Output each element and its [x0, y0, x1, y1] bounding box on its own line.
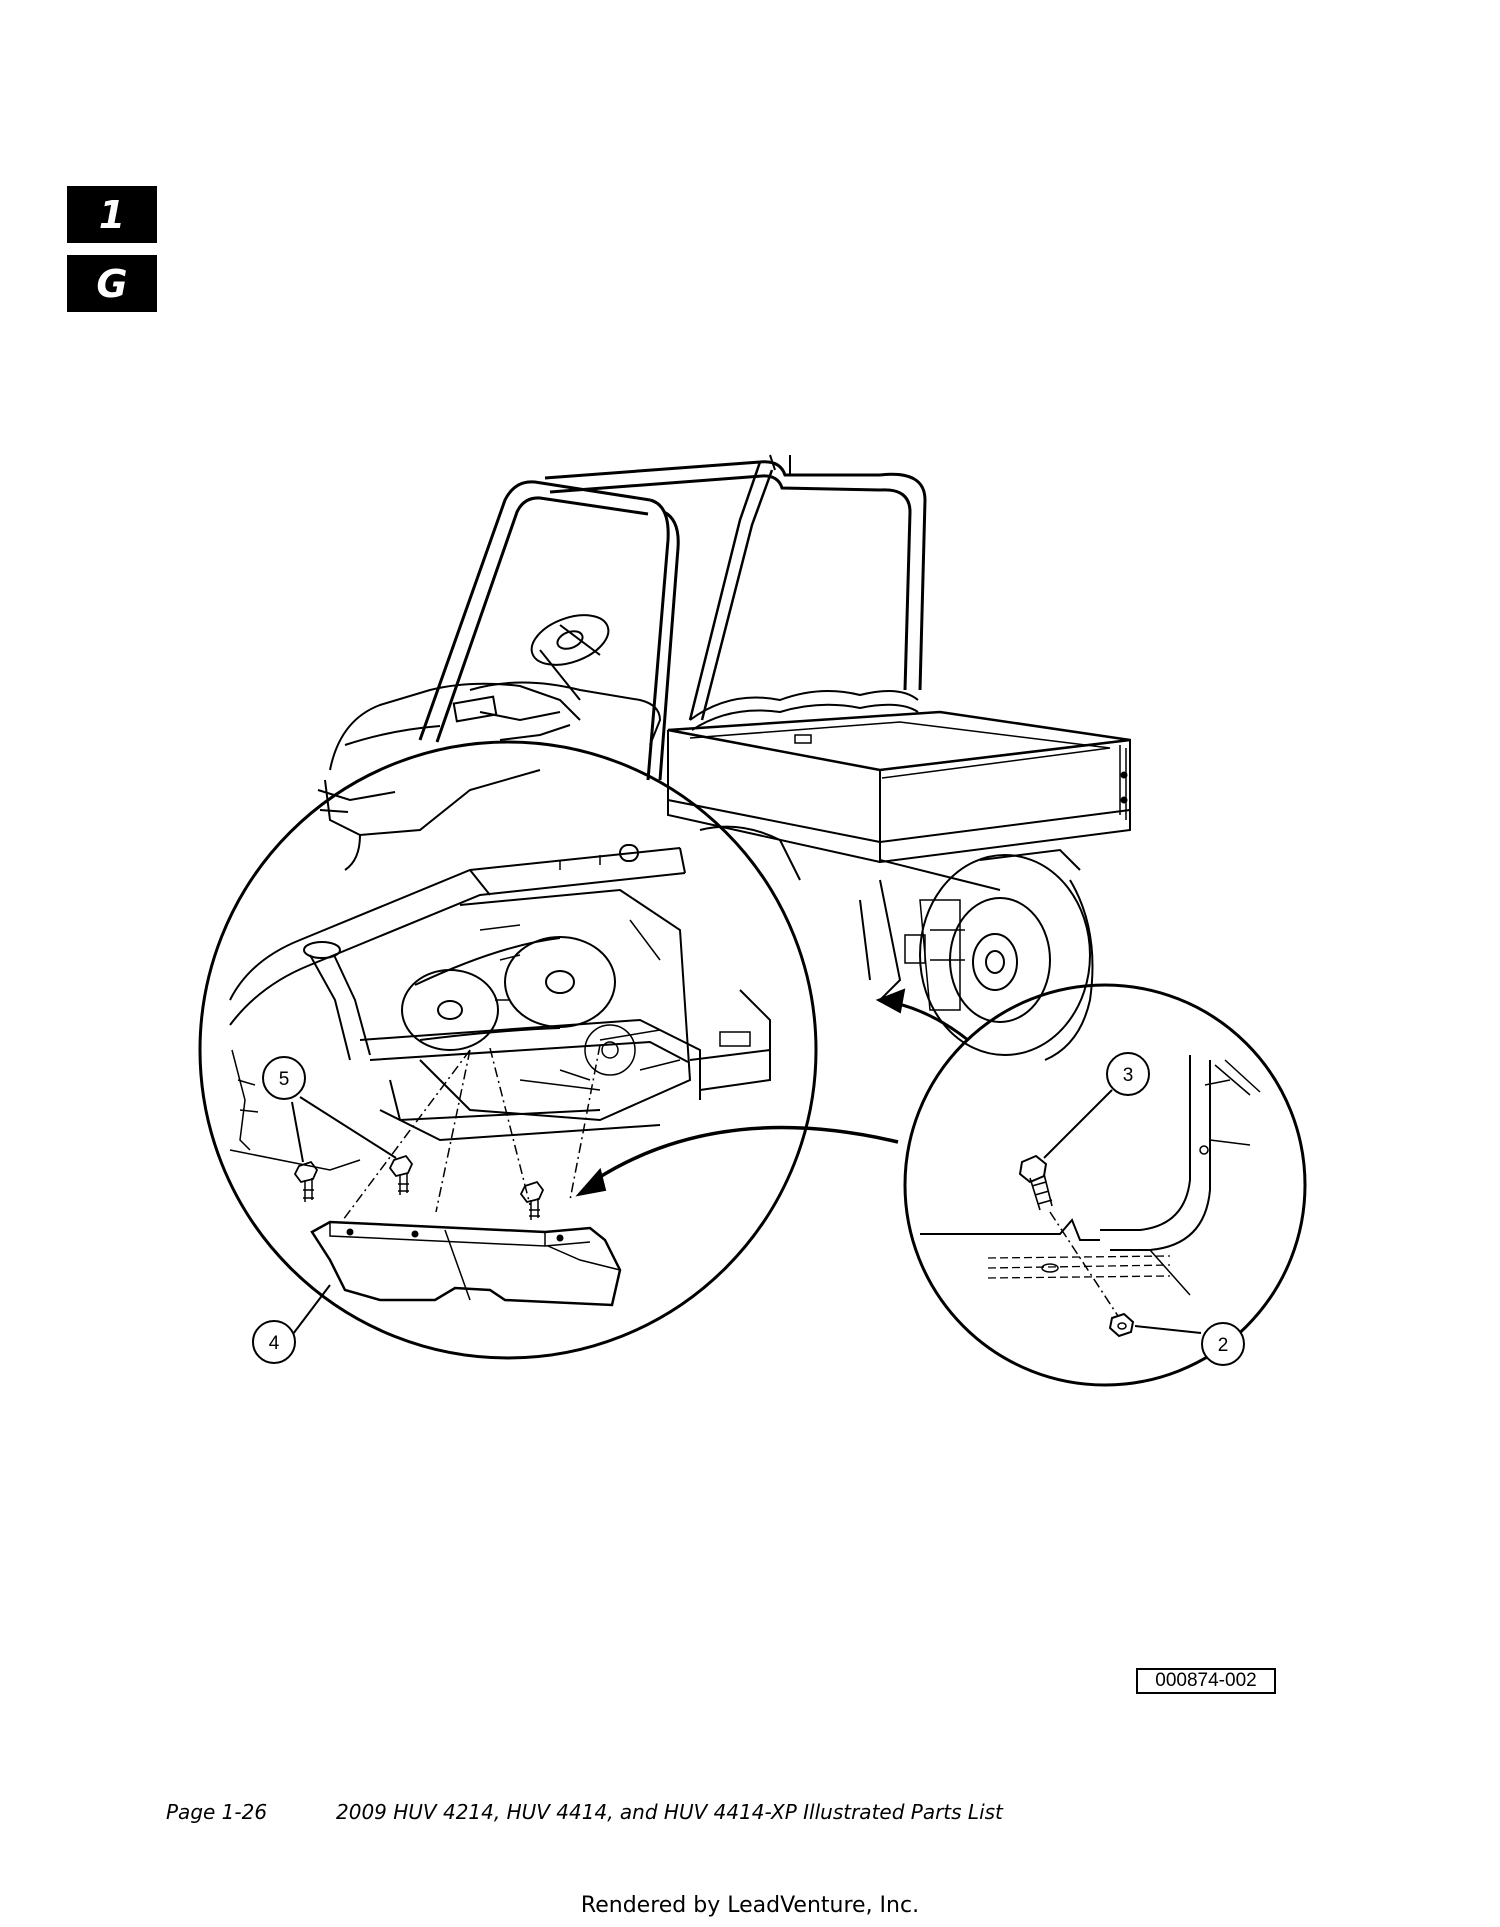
section-tab-number: 1	[67, 186, 157, 243]
detail-view-left	[198, 740, 818, 1360]
callout-3: 3	[1106, 1052, 1150, 1096]
utility-vehicle-drawing	[317, 454, 1131, 1061]
callout-3-label: 3	[1123, 1065, 1134, 1086]
footer-document-title: 2009 HUV 4214, HUV 4414, and HUV 4414-XP…	[336, 1800, 1003, 1824]
callout-4: 4	[252, 1320, 296, 1364]
detail-view-right	[903, 983, 1307, 1387]
render-credit: Rendered by LeadVenture, Inc.	[580, 1893, 920, 1918]
view-arrows	[575, 988, 969, 1197]
callout-2-label: 2	[1218, 1335, 1229, 1356]
figure-number: 000874-002	[1136, 1668, 1276, 1694]
callout-5: 5	[262, 1056, 306, 1100]
section-tab-letter: G	[67, 255, 157, 312]
callout-5-label: 5	[279, 1069, 290, 1090]
callout-4-label: 4	[269, 1333, 280, 1354]
callout-2: 2	[1201, 1322, 1245, 1366]
footer-page-number: Page 1-26	[166, 1800, 268, 1824]
